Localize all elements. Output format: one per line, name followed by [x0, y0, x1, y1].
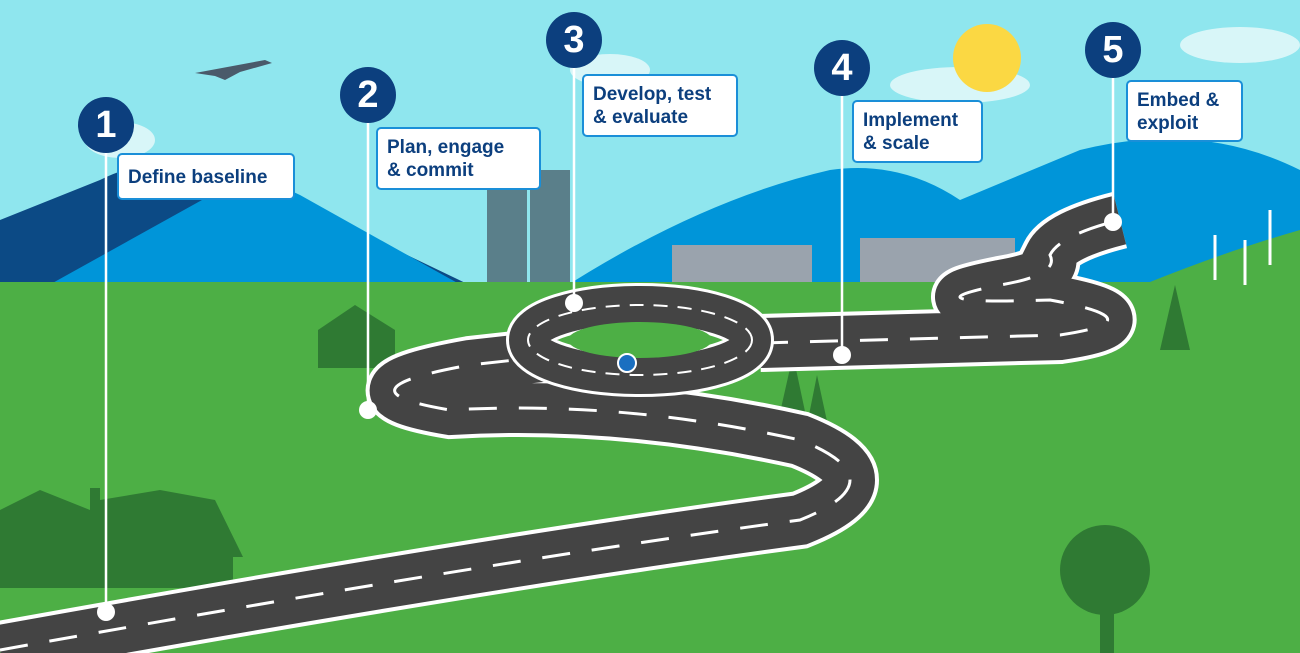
- airplane-icon: [195, 60, 272, 80]
- roundabout-sign-icon: [617, 353, 637, 373]
- step-4-marker: 4: [814, 40, 870, 96]
- road-points: [97, 213, 1122, 621]
- step-4-label: Implement & scale: [852, 100, 983, 163]
- step-3-marker: 3: [546, 12, 602, 68]
- sun-icon: [953, 24, 1021, 92]
- step-2-label: Plan, engage & commit: [376, 127, 541, 190]
- step-5-label: Embed & exploit: [1126, 80, 1243, 142]
- step-3-label: Develop, test & evaluate: [582, 74, 738, 137]
- step-5-marker: 5: [1085, 22, 1141, 78]
- step-1-marker: 1: [78, 97, 134, 153]
- step-2-marker: 2: [340, 67, 396, 123]
- marker-poles: [104, 40, 1115, 612]
- step-1-label: Define baseline: [117, 153, 295, 200]
- mountain-blue: [40, 183, 470, 290]
- houses: [0, 305, 395, 588]
- wind-turbines: [1213, 210, 1272, 285]
- road: [0, 191, 1137, 653]
